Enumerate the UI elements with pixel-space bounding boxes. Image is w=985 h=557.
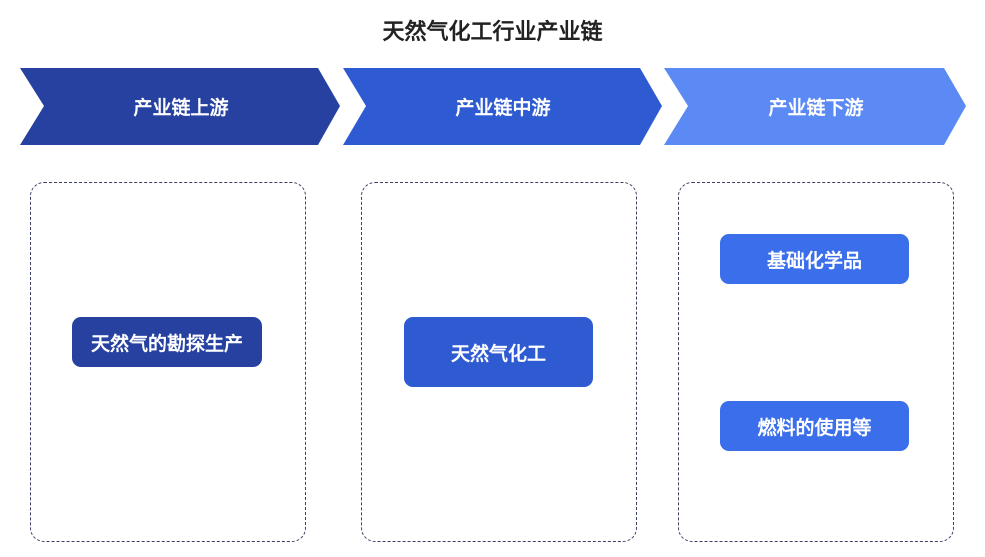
stage-arrow-upstream: [20, 68, 340, 145]
node-fuel-use: 燃料的使用等: [720, 401, 909, 451]
stage-label-upstream: 产业链上游: [133, 97, 229, 119]
stage-arrow-midstream: [343, 68, 662, 145]
upstream-panel: [30, 182, 306, 542]
node-basic-chemicals: 基础化学品: [720, 234, 909, 284]
node-gas-exploration-production: 天然气的勘探生产: [72, 317, 262, 367]
midstream-panel: [361, 182, 637, 542]
stage-arrow-downstream: [664, 68, 966, 145]
stage-label-midstream: 产业链中游: [455, 97, 551, 119]
stage-label-downstream: 产业链下游: [768, 97, 864, 119]
stage-arrows: [20, 68, 966, 145]
diagram-title: 天然气化工行业产业链: [382, 20, 603, 45]
node-gas-chemical: 天然气化工: [404, 317, 593, 387]
downstream-panel: [678, 182, 954, 542]
